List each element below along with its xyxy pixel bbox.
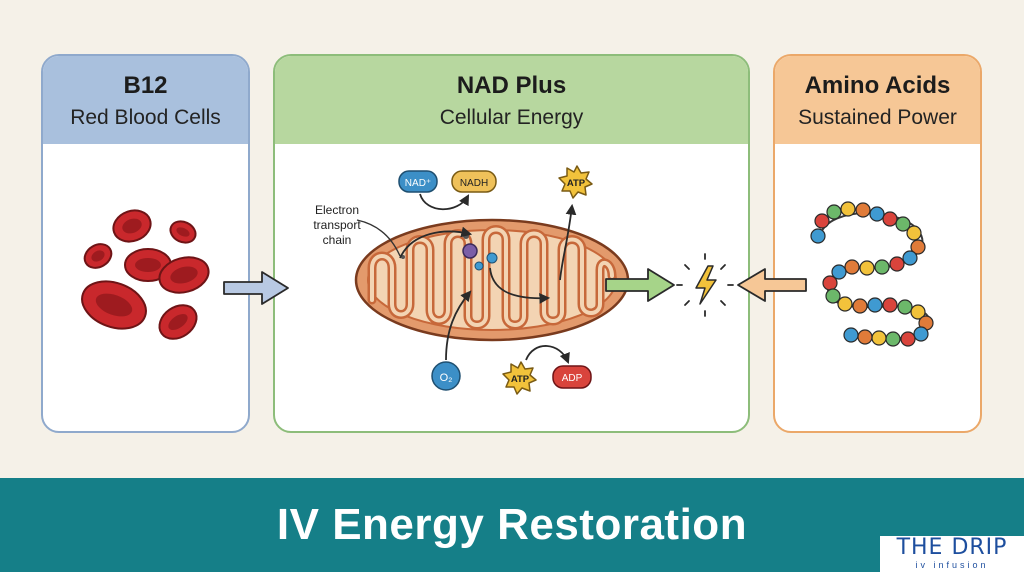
- footer-title: IV Energy Restoration: [276, 500, 748, 549]
- amino-panel: Amino Acids Sustained Power: [773, 54, 982, 433]
- molecule-dot: [474, 261, 484, 271]
- amino-bead: [840, 201, 856, 217]
- amino-to-energy-arrow: [737, 268, 807, 302]
- red-blood-cell: [112, 209, 152, 243]
- nadh-label: NADH: [460, 178, 488, 189]
- atp-top-label: ATP: [567, 178, 586, 189]
- amino-bead: [843, 327, 859, 343]
- amino-bead: [826, 204, 842, 220]
- red-blood-cells-illustration: [81, 209, 210, 340]
- amino-bead: [844, 259, 860, 275]
- adp-molecule: ADP: [552, 365, 592, 389]
- nad-plus-molecule: NAD⁺: [398, 170, 438, 193]
- oxygen-molecule: O₂: [431, 361, 461, 391]
- etc-flow-arrow: [399, 226, 473, 259]
- b12-header: B12 Red Blood Cells: [43, 56, 248, 144]
- brand-logo-sub: iv infusion: [915, 560, 989, 570]
- atp-bottom-starburst: ATP: [502, 361, 537, 395]
- amino-title: Amino Acids: [804, 72, 951, 99]
- b12-to-nad-arrow: [223, 271, 289, 305]
- amino-bead: [882, 211, 898, 227]
- red-blood-cell: [158, 256, 210, 294]
- brand-logo-main: THE DRIP: [896, 535, 1008, 560]
- amino-bead: [814, 213, 830, 229]
- amino-bead: [825, 288, 841, 304]
- footer-banner: IV Energy Restoration: [0, 478, 1024, 572]
- amino-bead: [874, 259, 890, 275]
- etc-label-line3: chain: [323, 233, 352, 247]
- amino-bead: [889, 256, 905, 272]
- amino-header: Amino Acids Sustained Power: [775, 56, 980, 144]
- red-blood-cell: [81, 280, 147, 330]
- amino-bead: [897, 299, 913, 315]
- amino-bead: [810, 228, 826, 244]
- b12-subtitle: Red Blood Cells: [70, 106, 221, 129]
- red-blood-cell: [169, 220, 197, 244]
- nad-conversion-arrow: [419, 193, 470, 211]
- nad-title: NAD Plus: [456, 72, 567, 99]
- amino-bead: [837, 296, 853, 312]
- amino-bead: [885, 331, 901, 347]
- amino-bead: [857, 329, 873, 345]
- amino-bead: [867, 297, 883, 313]
- oxygen-input-arrow: [445, 290, 472, 361]
- amino-bead: [910, 304, 926, 320]
- amino-bead: [895, 216, 911, 232]
- o2-label: O₂: [440, 372, 453, 384]
- brand-logo: THE DRIP iv infusion: [880, 536, 1024, 572]
- nad-plus-label: NAD⁺: [405, 178, 431, 189]
- mitochondrion-illustration: [354, 218, 630, 342]
- etc-label: Electron transport chain: [313, 203, 361, 247]
- etc-label-line1: Electron: [315, 203, 359, 217]
- amino-subtitle: Sustained Power: [798, 106, 957, 129]
- amino-acid-chain-illustration: [810, 201, 934, 347]
- energy-spark-icon: [676, 253, 734, 317]
- amino-bead: [902, 250, 918, 266]
- amino-bead: [831, 264, 847, 280]
- amino-bead: [910, 239, 926, 255]
- amino-bead: [852, 298, 868, 314]
- atp-to-adp-arrow: [525, 345, 570, 365]
- atp-top-starburst: ATP: [558, 165, 593, 199]
- atp-bottom-label: ATP: [511, 374, 530, 385]
- energy-output-arrow: [605, 268, 675, 302]
- amino-bead: [859, 260, 875, 276]
- b12-title: B12: [123, 72, 168, 99]
- nadh-molecule: NADH: [451, 170, 497, 193]
- molecule-dot: [486, 252, 498, 264]
- red-blood-cell: [158, 304, 198, 340]
- amino-beads: [810, 201, 934, 347]
- amino-bead: [913, 326, 929, 342]
- inner-flow-arrow: [489, 267, 551, 304]
- amino-bead: [900, 331, 916, 347]
- red-blood-cell: [83, 243, 113, 269]
- etc-pointer: [356, 219, 401, 257]
- amino-bead: [855, 202, 871, 218]
- amino-bead: [822, 275, 838, 291]
- nad-subtitle: Cellular Energy: [439, 106, 584, 129]
- b12-panel: B12 Red Blood Cells: [41, 54, 250, 433]
- etc-label-line2: transport: [313, 218, 361, 232]
- molecule-dot: [462, 243, 478, 259]
- amino-bead: [871, 330, 887, 346]
- nad-header: NAD Plus Cellular Energy: [275, 56, 748, 144]
- amino-bead: [869, 206, 885, 222]
- adp-label: ADP: [562, 373, 583, 384]
- amino-bead: [882, 297, 898, 313]
- amino-bead: [906, 225, 922, 241]
- atp-production-arrow: [559, 203, 577, 281]
